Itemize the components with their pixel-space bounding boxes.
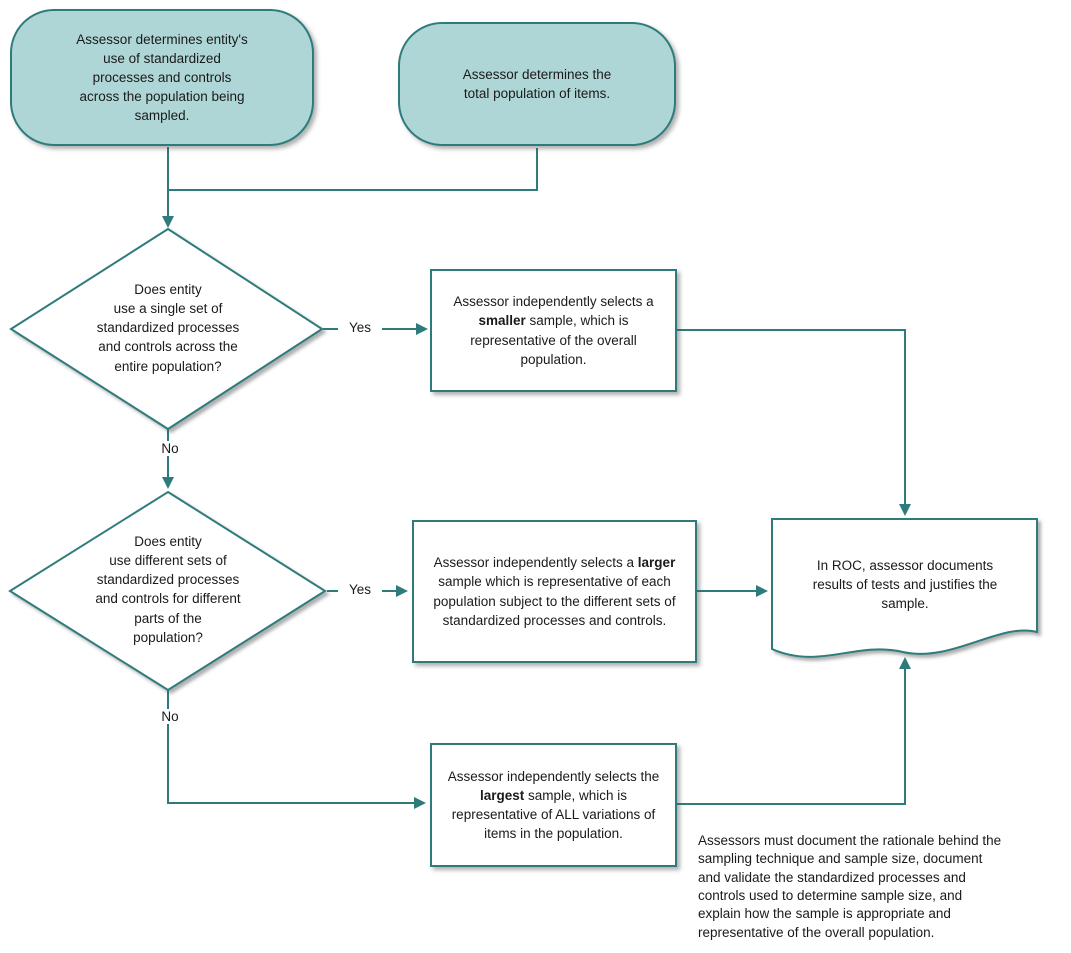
decision2-no-label: No bbox=[152, 709, 188, 724]
connector-decision2-no bbox=[167, 690, 426, 809]
connector-start2-join bbox=[168, 148, 538, 191]
decision1-yes-label: Yes bbox=[338, 320, 382, 335]
connector-smaller-to-document bbox=[677, 329, 911, 516]
document-shape bbox=[771, 518, 1038, 658]
decision1-diamond bbox=[9, 227, 324, 431]
connector-largest-to-document bbox=[677, 657, 911, 805]
decision2-diamond bbox=[8, 490, 327, 692]
decision1-no-label: No bbox=[152, 441, 188, 456]
decision2-yes-label: Yes bbox=[338, 582, 382, 597]
